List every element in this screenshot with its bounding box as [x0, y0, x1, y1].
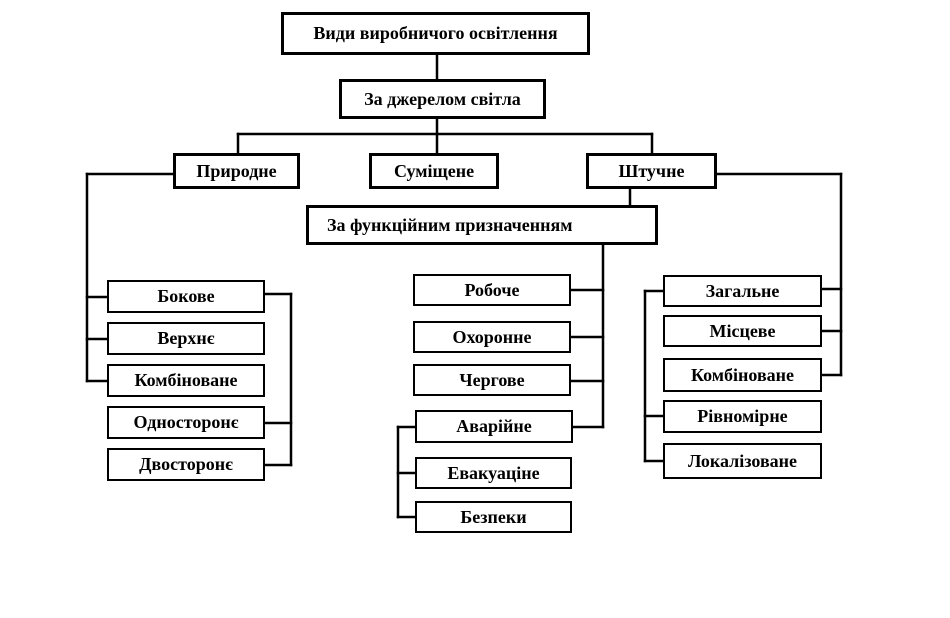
root-node: Види виробничого освітлення	[281, 12, 590, 55]
function-type-node: Робоче	[413, 274, 571, 306]
combined-node: Суміщене	[369, 153, 499, 189]
natural-type-node: Односторонє	[107, 406, 265, 439]
function-type-node: Чергове	[413, 364, 571, 396]
function-type-node: Аварійне	[415, 410, 573, 443]
natural-type-node: Верхнє	[107, 322, 265, 355]
artificial-type-node: Комбіноване	[663, 358, 822, 392]
natural-type-node: Бокове	[107, 280, 265, 313]
artificial-type-node: Рівномірне	[663, 400, 822, 433]
natural-type-node: Комбіноване	[107, 364, 265, 397]
emergency-type-node: Безпеки	[415, 501, 572, 533]
artificial-type-node: Місцеве	[663, 315, 822, 347]
emergency-type-node: Евакуаціне	[415, 457, 572, 489]
function-type-node: Охоронне	[413, 321, 571, 353]
by-function-node: За функційним призначенням	[306, 205, 658, 245]
artificial-node: Штучне	[586, 153, 717, 189]
natural-node: Природне	[173, 153, 300, 189]
natural-type-node: Двосторонє	[107, 448, 265, 481]
artificial-type-node: Загальне	[663, 275, 822, 307]
artificial-type-node: Локалізоване	[663, 443, 822, 479]
by-source-node: За джерелом світла	[339, 79, 546, 119]
